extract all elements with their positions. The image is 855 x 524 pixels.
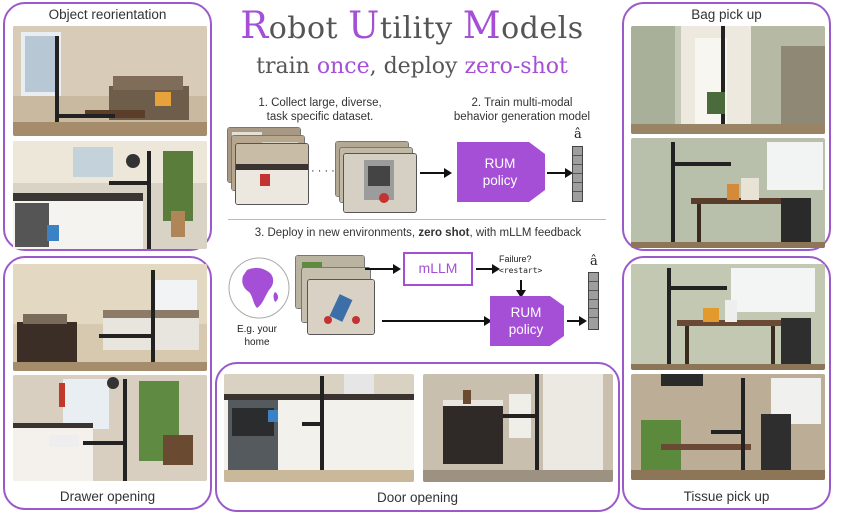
kitchen-photo	[13, 141, 207, 249]
dining-room-photo	[631, 138, 825, 248]
kitchen-table-photo	[631, 264, 825, 370]
bag-pick-up-panel: Bag pick up	[622, 2, 831, 251]
step3-bold: zero shot	[418, 227, 470, 239]
living-room-photo	[13, 26, 207, 136]
page-subtitle: train once, deploy zero-shot	[216, 54, 608, 79]
rum-line2: policy	[508, 322, 544, 337]
rum-line2: policy	[482, 173, 518, 188]
subtitle-zero-shot: zero-shot	[464, 54, 568, 79]
title-u: U	[348, 4, 380, 47]
failure-note: Failure? <restart>	[499, 254, 542, 276]
panel-caption: Object reorientation	[48, 7, 167, 22]
home-caption-line2: home	[244, 337, 270, 348]
mllm-box: mLLM	[403, 252, 473, 286]
object-reorientation-panel: Object reorientation	[3, 2, 212, 251]
subtitle-once: once	[316, 54, 370, 79]
arrow-failure-to-rum	[516, 280, 526, 298]
bathroom-door-photo	[423, 374, 613, 482]
step3-label: 3. Deploy in new environments, zero shot…	[220, 226, 616, 240]
dataset-stack-right	[336, 142, 416, 214]
home-caption-line1: E.g. your	[236, 324, 278, 335]
deploy-photo	[308, 280, 374, 334]
step3-prefix: 3. Deploy in new environments,	[254, 227, 419, 239]
step3-suffix: , with mLLM feedback	[469, 227, 582, 239]
kitchen-door-photo	[224, 374, 414, 482]
title-m-rest: odels	[501, 11, 584, 46]
drawer-opening-panel: Drawer opening	[3, 256, 212, 510]
globe-icon	[228, 257, 290, 319]
panel-caption: Drawer opening	[59, 489, 156, 504]
panel-caption: Bag pick up	[691, 7, 762, 22]
door-opening-panel: Door opening	[215, 362, 620, 512]
arrow-to-mllm	[365, 264, 401, 274]
failure-line2: <restart>	[499, 266, 543, 275]
page-title: Robot Utility Models	[216, 4, 608, 47]
title-u-rest: tility	[379, 11, 463, 46]
action-vector-bottom	[588, 272, 599, 330]
step2-line1: 2. Train multi-modal	[471, 97, 573, 109]
arrow-rum-to-action	[547, 168, 573, 178]
arrow-to-rum-bottom	[382, 316, 492, 326]
failure-line1: Failure?	[499, 254, 532, 264]
title-m: M	[462, 4, 502, 47]
dataset-stack-left	[228, 128, 308, 208]
panel-caption: Door opening	[376, 490, 459, 505]
title-r: R	[240, 4, 269, 47]
title-r-rest: obot	[268, 11, 349, 46]
rum-line1: RUM	[510, 305, 542, 320]
step2-line2: behavior generation model	[453, 111, 591, 123]
panel-caption: Tissue pick up	[683, 489, 770, 504]
doorway-photo	[631, 26, 825, 134]
dataset-photo	[236, 144, 308, 204]
tv-room-photo	[631, 374, 825, 480]
drawer-room-photo	[13, 375, 207, 481]
subtitle-part2: , deploy	[369, 54, 465, 79]
home-caption: E.g. your home	[232, 323, 282, 349]
dataset-ellipsis: · · · ·	[311, 165, 335, 177]
bedroom-photo	[13, 264, 207, 371]
step1-line2: task specific dataset.	[266, 111, 374, 123]
rum-policy-top-label: RUM policy	[457, 155, 543, 189]
step1-label: 1. Collect large, diverse, task specific…	[230, 96, 410, 124]
arrow-rum-bottom-to-action	[567, 316, 587, 326]
rum-policy-bottom-label: RUM policy	[490, 304, 562, 338]
action-label-top: â	[574, 127, 582, 142]
arrow-dataset-to-rum	[420, 168, 452, 178]
tissue-pick-up-panel: Tissue pick up	[622, 256, 831, 510]
step1-line1: 1. Collect large, diverse,	[258, 97, 382, 109]
rum-policy-top	[457, 142, 545, 202]
subtitle-part1: train	[256, 54, 317, 79]
deploy-stack	[296, 256, 378, 336]
dataset-photo	[344, 154, 416, 212]
section-divider	[228, 219, 606, 220]
arrow-mllm-to-failure	[476, 264, 500, 274]
action-label-bottom: â	[590, 254, 598, 269]
action-vector-top	[572, 146, 583, 202]
rum-line1: RUM	[484, 156, 516, 171]
step2-label: 2. Train multi-modal behavior generation…	[432, 96, 612, 124]
rum-policy-bottom	[490, 296, 564, 346]
